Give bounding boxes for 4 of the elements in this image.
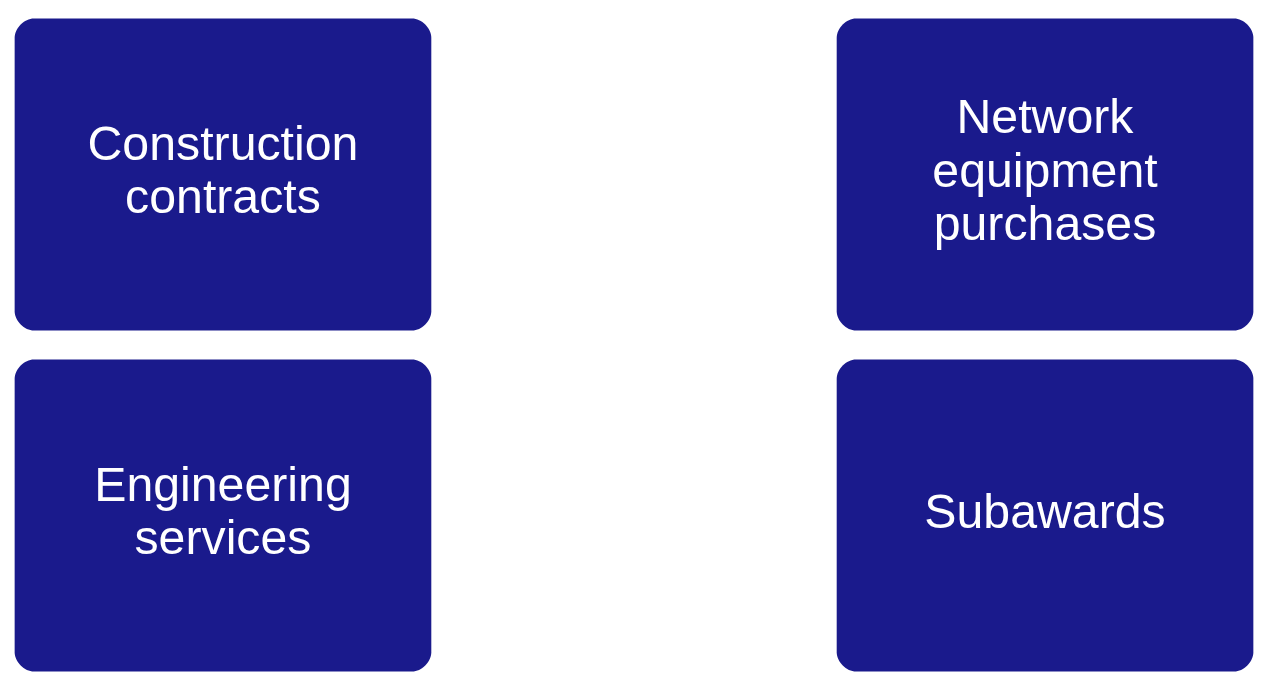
node-box: Network equipment purchases <box>836 18 1254 331</box>
node-box: Construction contracts <box>14 18 432 331</box>
node-box: Engineering services <box>14 359 432 672</box>
node-box: Subawards <box>836 359 1254 672</box>
